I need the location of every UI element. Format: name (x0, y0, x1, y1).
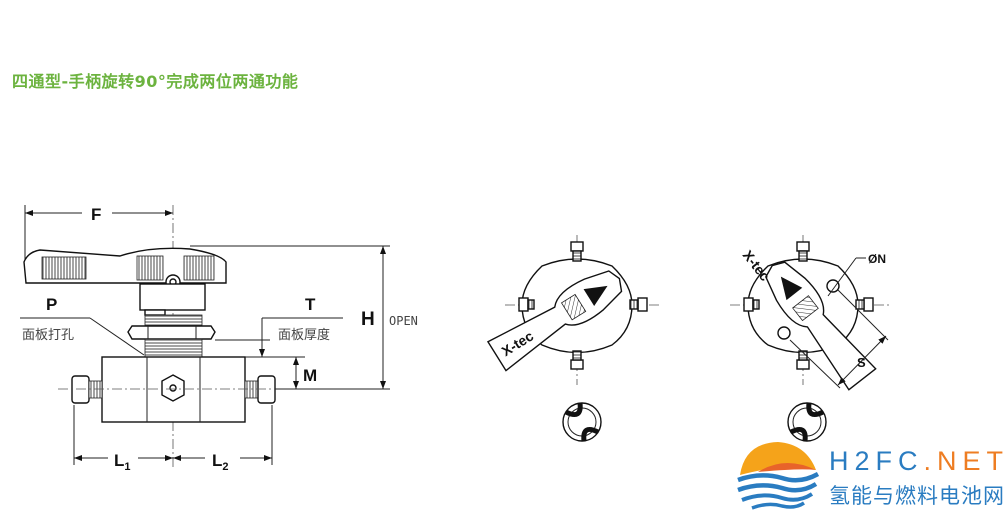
side-view: F P 面板打孔 T 面板厚 (20, 205, 418, 473)
dim-label-L2: L2 (212, 451, 229, 473)
dim-label-H: H (361, 309, 375, 330)
logo-name: H2FC.NET (829, 446, 1007, 476)
dim-label-open: OPEN (389, 314, 418, 328)
dim-label-M: M (303, 366, 317, 385)
dim-label-S: S (857, 355, 866, 370)
panel-hole-label: 面板打孔 (22, 328, 74, 343)
page-title: 四通型-手柄旋转90°完成两位两通功能 (12, 72, 299, 91)
logo-subtitle: 氢能与燃料电池网 (829, 484, 1005, 508)
dim-label-F: F (91, 205, 101, 224)
top-view-closed: X-tec (486, 235, 660, 442)
flow-symbol-open (787, 402, 827, 442)
h2fc-logo-mark (737, 442, 820, 510)
dim-label-T: T (305, 295, 316, 314)
top-view-open: X-tec ØN S (730, 235, 890, 442)
panel-thickness-label: 面板厚度 (278, 327, 330, 343)
dim-label-N: ØN (868, 252, 886, 266)
panel-nut (127, 325, 216, 340)
flow-symbol-closed (562, 402, 602, 442)
dim-label-P: P (46, 295, 57, 314)
dim-label-L1: L1 (114, 451, 131, 473)
